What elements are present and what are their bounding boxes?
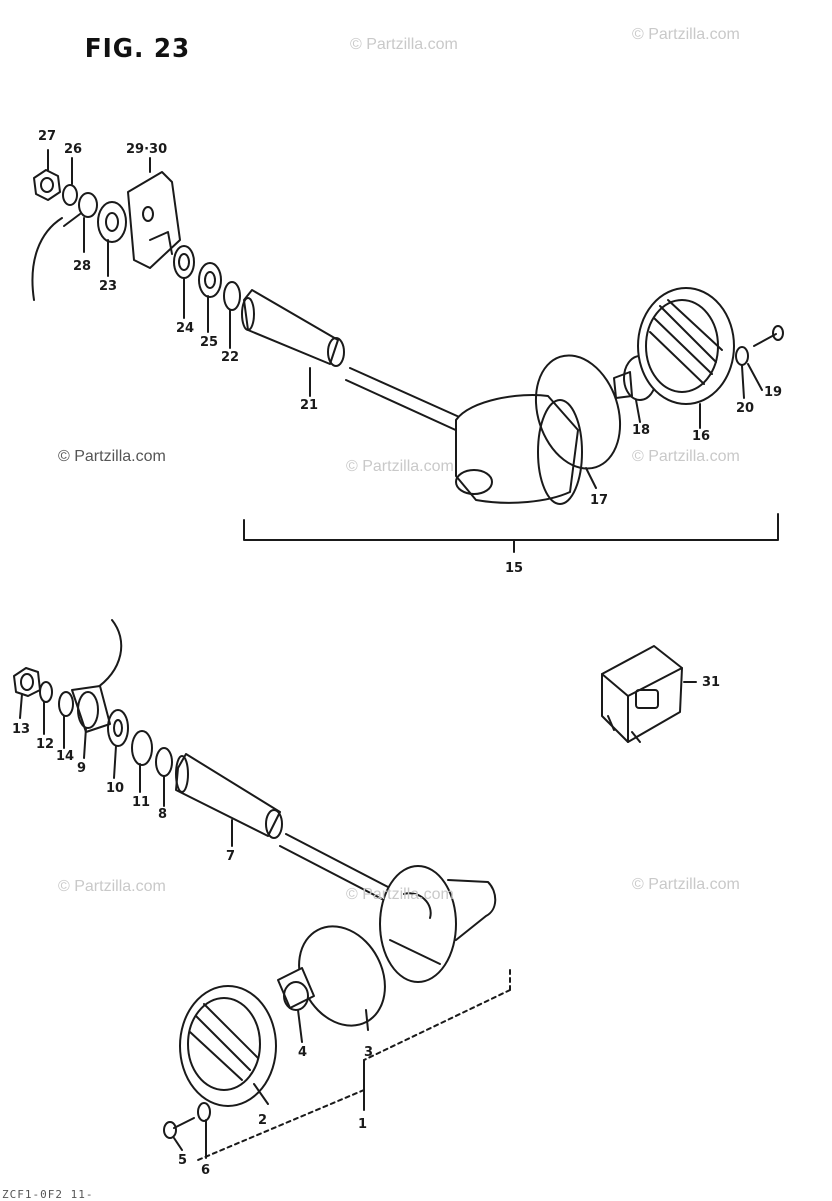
figure-title: FIG. 23 (84, 34, 191, 64)
footer-code: ZCF1-0F2 11- (2, 1188, 94, 1201)
washer-14 (58, 691, 74, 717)
callout-9: 9 (77, 761, 87, 776)
nut-13 (13, 667, 41, 697)
terminal-28 (63, 192, 98, 227)
callout-17: 17 (590, 493, 609, 508)
lamp-housing-lower (379, 865, 497, 983)
assembly-bracket-1 (197, 969, 511, 1161)
callout-27: 27 (38, 129, 57, 144)
gasket-17 (534, 354, 622, 470)
callout-18: 18 (632, 423, 651, 438)
callout-12: 12 (36, 737, 55, 752)
washer-11 (131, 730, 153, 766)
lens-16 (637, 287, 735, 405)
screw-5 (163, 1117, 195, 1139)
callout-2: 2 (258, 1113, 268, 1128)
callout-14: 14 (56, 749, 75, 764)
callout-15: 15 (505, 561, 524, 576)
callout-4: 4 (298, 1045, 308, 1060)
assembly-bracket-15 (243, 513, 779, 541)
bracket-23 (97, 201, 127, 243)
bulb-4 (277, 967, 315, 1011)
callout-10: 10 (106, 781, 125, 796)
bracket-9 (71, 685, 111, 733)
collar-8 (155, 747, 173, 777)
watermark: © Partzilla.com (58, 448, 166, 465)
callout-8: 8 (158, 807, 168, 822)
callout-11: 11 (132, 795, 151, 810)
wire-lower (93, 619, 123, 691)
callout-25: 25 (200, 335, 219, 350)
callout-19: 19 (764, 385, 783, 400)
callout-28: 28 (73, 259, 92, 274)
callout-7: 7 (226, 849, 236, 864)
watermark: © Partzilla.com (632, 876, 740, 893)
washer-24 (173, 245, 195, 279)
watermark: © Partzilla.com (346, 886, 454, 903)
callout-24: 24 (176, 321, 195, 336)
callout-6: 6 (201, 1163, 211, 1178)
washer-12 (39, 681, 53, 703)
watermark: © Partzilla.com (632, 448, 740, 465)
washer-10 (107, 709, 129, 747)
screw-19 (753, 325, 784, 347)
callout-5: 5 (178, 1153, 188, 1168)
callout-20: 20 (736, 401, 755, 416)
washer-25 (198, 262, 222, 298)
callout-1: 1 (358, 1117, 368, 1132)
wire-upper (31, 217, 63, 301)
watermark: © Partzilla.com (58, 878, 166, 895)
stay-tube-21 (241, 289, 345, 367)
washer-6 (197, 1102, 211, 1122)
lens-2 (179, 985, 277, 1107)
callout-23: 23 (99, 279, 118, 294)
flasher-relay-31 (601, 645, 683, 743)
watermark: © Partzilla.com (350, 36, 458, 53)
callout-13: 13 (12, 722, 31, 737)
watermark: © Partzilla.com (346, 458, 454, 475)
callout-26: 26 (64, 142, 83, 157)
watermark: © Partzilla.com (632, 26, 740, 43)
callout-3: 3 (364, 1045, 374, 1060)
stem-lower (279, 833, 391, 901)
callout-29-30: 29·30 (126, 142, 168, 157)
lamp-housing-upper (455, 394, 583, 505)
plate-29-30 (127, 171, 181, 269)
callout-31: 31 (702, 675, 721, 690)
callout-16: 16 (692, 429, 711, 444)
stem-upper (345, 367, 467, 433)
callout-21: 21 (300, 398, 319, 413)
nut-27 (33, 169, 61, 201)
stay-tube-7 (175, 753, 283, 839)
collar-22 (223, 281, 241, 311)
washer-20 (735, 346, 749, 366)
washer-26 (62, 184, 78, 206)
callout-22: 22 (221, 350, 240, 365)
